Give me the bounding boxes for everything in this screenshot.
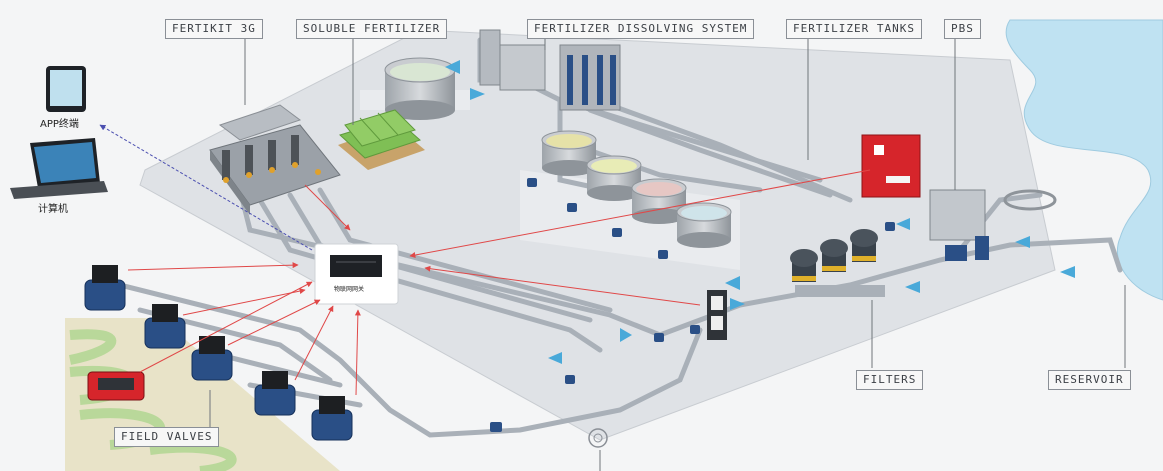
filter-group bbox=[790, 229, 885, 297]
computer bbox=[10, 138, 108, 199]
label-fertikit-3g: FERTIKIT 3G bbox=[165, 19, 263, 39]
app-terminal-caption: APP终端 bbox=[40, 119, 79, 130]
iot-gateway bbox=[314, 243, 399, 305]
dissolving-system-frame bbox=[479, 29, 621, 111]
reservoir-water bbox=[1005, 19, 1163, 301]
label-soluble-fertilizer: SOLUBLE FERTILIZER bbox=[296, 19, 448, 39]
field-sensor-device bbox=[87, 371, 145, 401]
flow-meter bbox=[707, 290, 727, 340]
label-pbs: PBS bbox=[944, 19, 981, 39]
soluble-fertilizer-pallet bbox=[338, 109, 425, 170]
gateway-caption: 物联网网关 bbox=[334, 286, 365, 293]
label-filters: FILTERS bbox=[856, 370, 924, 390]
fertikit-machine bbox=[209, 104, 341, 215]
computer-caption: 计算机 bbox=[38, 204, 68, 215]
label-fertilizer-dissolving-system: FERTILIZER DISSOLVING SYSTEM bbox=[527, 19, 755, 39]
dissolving-tank bbox=[384, 57, 456, 120]
red-controller bbox=[861, 134, 921, 198]
field-valve-group bbox=[84, 265, 353, 441]
label-fertilizer-tanks: FERTILIZER TANKS bbox=[786, 19, 922, 39]
app-terminal bbox=[46, 66, 86, 112]
fertilizer-tank-group bbox=[541, 130, 732, 248]
rotate-icon[interactable] bbox=[588, 428, 608, 448]
wireless-links bbox=[127, 169, 871, 396]
pipe-valves bbox=[490, 178, 895, 432]
pbs-unit bbox=[929, 189, 1057, 261]
app-link bbox=[99, 124, 313, 251]
label-field-valves: FIELD VALVES bbox=[114, 427, 220, 447]
label-reservoir: RESERVOIR bbox=[1048, 370, 1131, 390]
leader-lines bbox=[209, 37, 1126, 471]
flow-arrows bbox=[445, 60, 1075, 364]
